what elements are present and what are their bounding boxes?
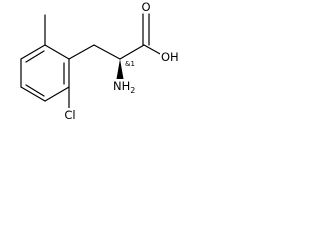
ring-to-ch2-bond bbox=[68, 44, 95, 60]
ring-bond-c1-c2 bbox=[44, 44, 70, 60]
benzene-ring bbox=[20, 44, 70, 102]
ring-bond-c3-c4 bbox=[44, 86, 70, 102]
chemical-structure-diagram: O OH &1 NH2 Cl bbox=[20, 0, 182, 122]
stereo-wedge-bond bbox=[116, 59, 124, 79]
hydroxyl-label: OH bbox=[161, 50, 179, 64]
ch2-to-alpha-carbon-bond bbox=[93, 44, 121, 60]
ring-double-bond-inner-top bbox=[25, 50, 45, 63]
amine-label-subscript: 2 bbox=[130, 86, 135, 95]
carbonyl-oxygen-label: O bbox=[141, 0, 150, 14]
carboxyl-oh-bond bbox=[143, 44, 163, 56]
amine-label-nh: NH bbox=[113, 79, 130, 93]
amine-label: NH2 bbox=[113, 79, 135, 95]
ring-bond-c6-c1 bbox=[20, 44, 46, 60]
alpha-to-carboxyl-bond bbox=[119, 44, 145, 60]
ring-bond-c4-c5 bbox=[20, 86, 46, 102]
stereo-center-label: &1 bbox=[125, 60, 135, 68]
chlorine-label: Cl bbox=[64, 108, 75, 122]
ring-double-bond-inner-bottom bbox=[25, 84, 45, 97]
